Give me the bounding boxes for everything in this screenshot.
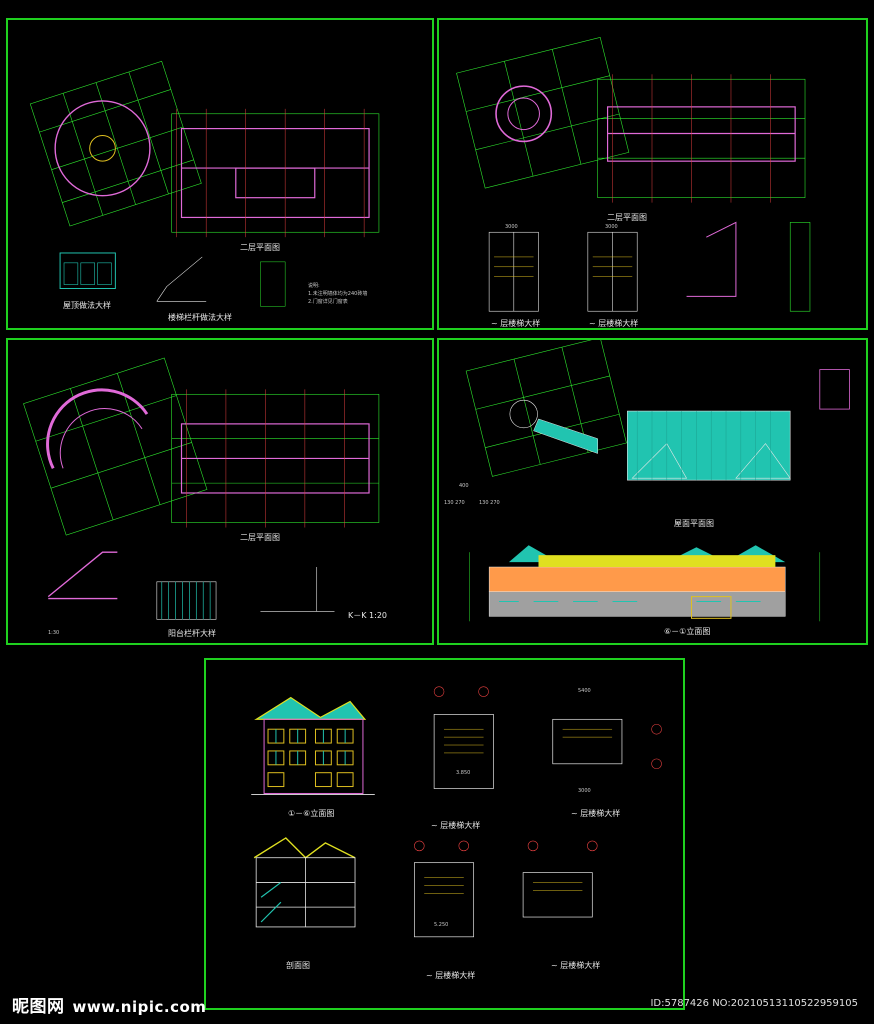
dimension-label: 400: [459, 483, 469, 489]
detail-title: 屋顶做法大样: [63, 301, 111, 310]
plan-title: 二层平面图: [607, 213, 647, 222]
watermark-brand: 昵图网 www.nipic.com: [12, 992, 206, 1017]
dimension-label: 5400: [578, 688, 591, 694]
brand-name: 昵图网: [12, 997, 65, 1017]
level-label: 5.250: [434, 922, 449, 928]
dimension-label: 130 270: [479, 500, 500, 506]
section-title: K－K 1:20: [348, 611, 387, 620]
drawing-sheet-5: ①－⑥立面图 剖面图 ~ 层楼梯大样 ~ 层楼梯大样 ~ 层楼梯大样 ~ 层楼梯…: [204, 658, 685, 1010]
detail-title: ~ 层楼梯大样: [431, 821, 481, 830]
drawing-sheet-3: 二层平面图 阳台栏杆大样 K－K 1:20 1:30: [6, 338, 434, 645]
scale-label: 1:30: [48, 630, 60, 636]
note-line: 2.门窗详见门窗表: [308, 299, 348, 305]
plan-title: 屋面平面图: [674, 519, 714, 528]
image-id-text: ID:5787426 NO:20210513110522959105: [650, 998, 858, 1009]
dimension-label: 3000: [505, 224, 518, 230]
detail-title: 楼梯栏杆做法大样: [168, 313, 232, 322]
dimension-label: 3000: [578, 788, 591, 794]
level-label: 3.850: [456, 770, 471, 776]
floor-plan-drawing: [29, 60, 380, 307]
detail-title: 阳台栏杆大样: [168, 629, 216, 638]
section-title: 剖面图: [286, 961, 310, 970]
detail-title: ~ 层楼梯大样: [426, 971, 476, 980]
detail-title: ~ 层楼梯大样: [551, 961, 601, 970]
floor-plan-drawing: [456, 37, 811, 312]
elevation-title: ①－⑥立面图: [288, 809, 335, 818]
dimension-label: 130 270: [444, 500, 465, 506]
drawing-sheet-2: 二层平面图 ~ 层楼梯大样 ~ 层楼梯大样 3000 3000: [437, 18, 868, 330]
roof-plan-drawing: [465, 340, 850, 622]
brand-site: www.nipic.com: [72, 998, 207, 1016]
plan-title: 二层平面图: [240, 533, 280, 542]
elevation-section-drawing: [251, 686, 662, 938]
dimension-label: 3000: [605, 224, 618, 230]
elevation-title: ⑥－①立面图: [664, 627, 711, 636]
plan-title: 二层平面图: [240, 243, 280, 252]
drawing-sheet-4: 屋面平面图 ⑥－①立面图 400 130 270 130 270: [437, 338, 868, 645]
detail-title: ~ 层楼梯大样: [571, 809, 621, 818]
note-line: 1.未注明墙体均为240砖墙: [308, 291, 368, 297]
notes-heading: 说明:: [308, 283, 320, 289]
drawing-sheet-1: 二层平面图 屋顶做法大样 楼梯栏杆做法大样 说明: 1.未注明墙体均为240砖墙…: [6, 18, 434, 330]
detail-title: ~ 层楼梯大样: [589, 319, 639, 328]
floor-plan-drawing: [23, 357, 380, 620]
detail-title: ~ 层楼梯大样: [491, 319, 541, 328]
